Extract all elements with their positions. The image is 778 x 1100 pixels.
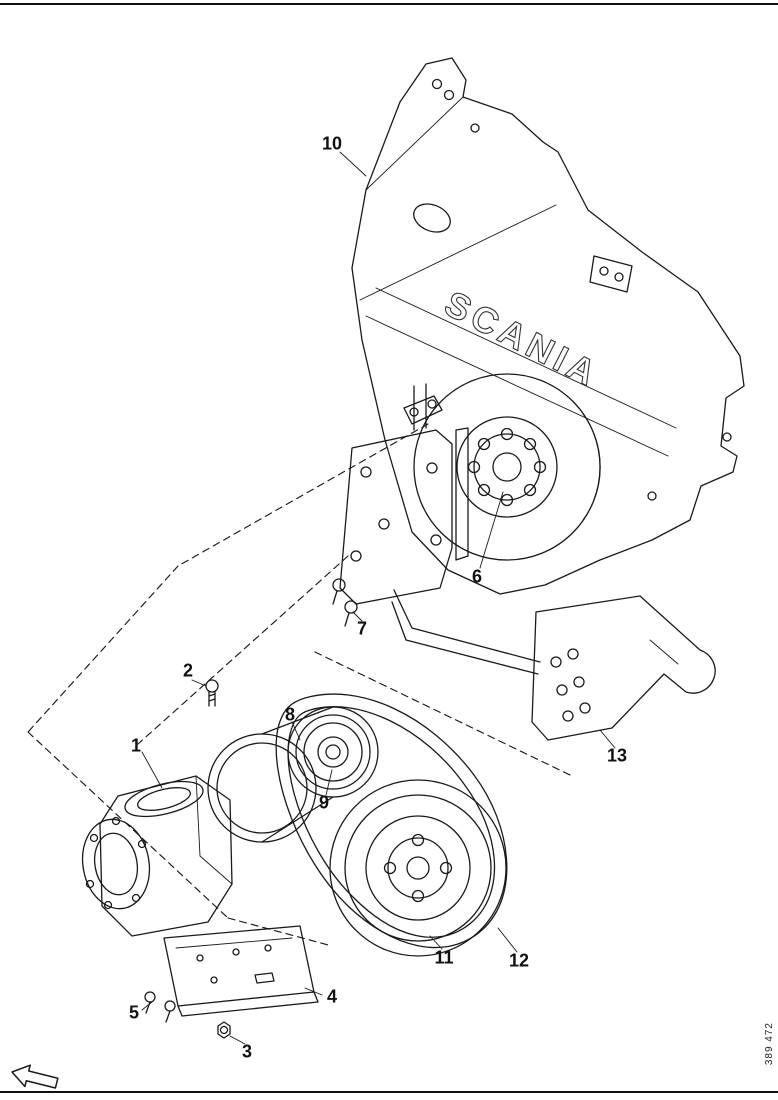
part-callout-6: 6 bbox=[471, 566, 483, 587]
exploded-guide-lines bbox=[27, 423, 571, 947]
part-callout-5: 5 bbox=[128, 1002, 140, 1023]
page-border-top bbox=[0, 3, 778, 5]
document-number: 389 472 bbox=[764, 1022, 775, 1066]
support-bracket bbox=[339, 383, 541, 675]
part-callout-3: 3 bbox=[241, 1041, 253, 1062]
part-callout-7: 7 bbox=[356, 618, 368, 639]
drive-belt bbox=[275, 693, 508, 949]
part-callout-13: 13 bbox=[606, 745, 628, 766]
leader-lines bbox=[141, 151, 616, 1045]
screws-item-5 bbox=[144, 991, 176, 1023]
mounting-panel: SCANIA bbox=[351, 57, 745, 595]
part-callout-10: 10 bbox=[321, 133, 343, 154]
nut-item-3 bbox=[217, 1021, 231, 1039]
part-callout-2: 2 bbox=[182, 660, 194, 681]
page-border-bottom bbox=[0, 1091, 778, 1093]
part-callout-4: 4 bbox=[326, 986, 338, 1007]
direction-arrow-icon bbox=[11, 1064, 59, 1089]
part-callout-11: 11 bbox=[434, 947, 454, 968]
part-callout-8: 8 bbox=[284, 704, 296, 725]
part-callout-1: 1 bbox=[130, 735, 142, 756]
brand-text: SCANIA bbox=[438, 283, 606, 396]
part-callout-12: 12 bbox=[508, 950, 530, 971]
part-callout-9: 9 bbox=[318, 792, 330, 813]
mounting-foot bbox=[531, 595, 716, 741]
pump-housing bbox=[81, 775, 233, 937]
fan-clutch bbox=[413, 373, 601, 561]
drive-pulley bbox=[329, 779, 507, 957]
bolt-item-2 bbox=[205, 679, 219, 707]
cover-plate bbox=[163, 925, 319, 1017]
bolts-item-7 bbox=[332, 578, 358, 627]
